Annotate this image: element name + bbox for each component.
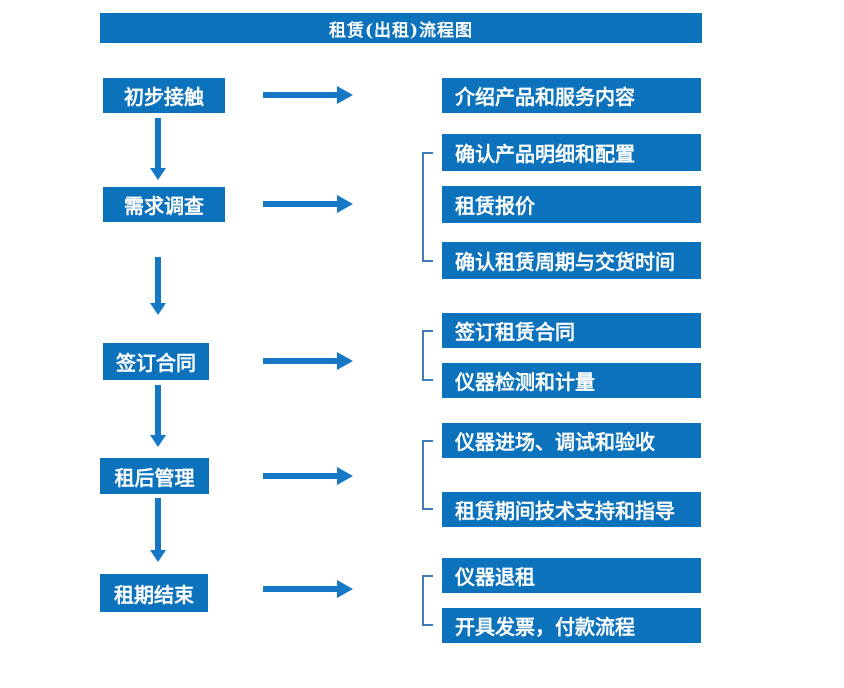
detail-box-instrument-setup: 仪器进场、调试和验收: [442, 423, 701, 458]
step-box-sign-contract: 签订合同: [103, 343, 209, 380]
right-arrow-icon-1: [263, 86, 353, 104]
down-arrow-shaft: [155, 118, 161, 168]
detail-box-introduce-products: 介绍产品和服务内容: [442, 78, 701, 113]
down-arrow-head: [150, 550, 166, 562]
right-arrow-head: [337, 195, 353, 213]
down-arrow-shaft: [155, 498, 161, 550]
right-arrow-head: [337, 467, 353, 485]
down-arrow-shaft: [155, 385, 161, 435]
bracket-group-sign-contract: [422, 330, 433, 381]
right-arrow-shaft: [263, 92, 338, 98]
page-title: 租赁(出租)流程图: [328, 20, 474, 41]
right-arrow-head: [337, 352, 353, 370]
right-arrow-icon-5: [263, 580, 353, 598]
detail-box-confirm-period-delivery: 确认租赁周期与交货时间: [442, 242, 701, 279]
detail-box-invoice-payment: 开具发票，付款流程: [442, 608, 701, 643]
step-box-post-rental-management: 租后管理: [100, 458, 209, 494]
step-box-rental-end: 租期结束: [100, 574, 208, 612]
detail-box-confirm-product-details: 确认产品明细和配置: [442, 134, 701, 171]
right-arrow-icon-4: [263, 467, 353, 485]
right-arrow-shaft: [263, 201, 338, 207]
right-arrow-shaft: [263, 473, 338, 479]
down-arrow-head: [150, 435, 166, 447]
right-arrow-icon-3: [263, 352, 353, 370]
down-arrow-icon-3: [150, 385, 166, 447]
down-arrow-icon-2: [150, 257, 166, 315]
detail-box-instrument-return: 仪器退租: [442, 558, 701, 593]
down-arrow-shaft: [155, 257, 161, 303]
detail-box-tech-support: 租赁期间技术支持和指导: [442, 492, 701, 527]
detail-box-instrument-testing: 仪器检测和计量: [442, 363, 701, 398]
right-arrow-head: [337, 86, 353, 104]
down-arrow-head: [150, 168, 166, 180]
step-box-initial-contact: 初步接触: [103, 78, 225, 113]
bracket-group-rental-end: [422, 575, 433, 626]
right-arrow-shaft: [263, 586, 338, 592]
right-arrow-shaft: [263, 358, 338, 364]
bracket-group-post-rental: [422, 440, 433, 510]
step-box-demand-survey: 需求调查: [103, 187, 225, 222]
down-arrow-icon-4: [150, 498, 166, 562]
detail-box-rental-quote: 租赁报价: [442, 186, 701, 223]
detail-box-sign-rental-contract: 签订租赁合同: [442, 313, 701, 348]
right-arrow-icon-2: [263, 195, 353, 213]
title-bar: 租赁(出租)流程图: [100, 13, 702, 43]
bracket-group-demand-survey: [422, 152, 433, 262]
right-arrow-head: [337, 580, 353, 598]
down-arrow-icon-1: [150, 118, 166, 180]
down-arrow-head: [150, 303, 166, 315]
